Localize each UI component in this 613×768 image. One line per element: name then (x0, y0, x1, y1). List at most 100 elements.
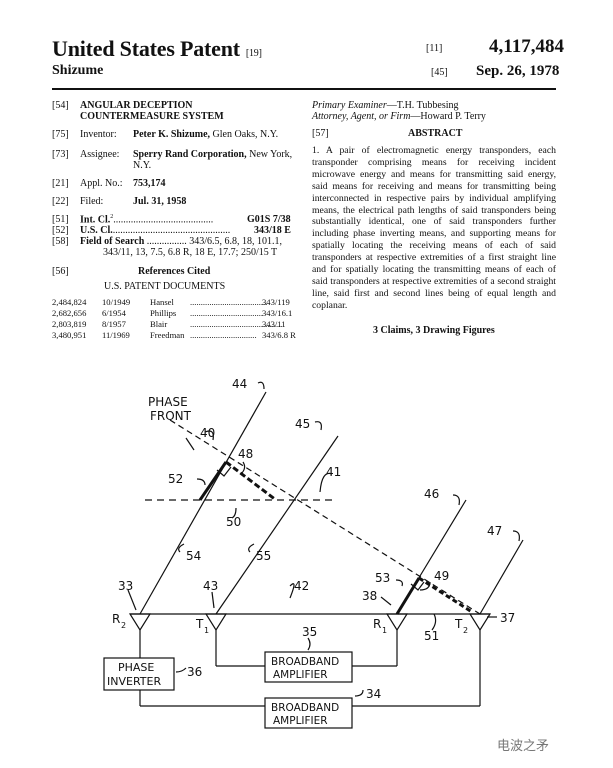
header-rule (52, 88, 556, 90)
patent-number: 4,117,484 (489, 36, 564, 57)
field-of-search-row: Field of Search ................ 343/6.5… (80, 236, 283, 247)
int-cl-value: G01S 7/38 (247, 214, 291, 225)
ref-50: 50 (226, 515, 241, 529)
amplifier-35-label-2: AMPLIFIER (273, 669, 328, 681)
reference-date: 8/1957 (102, 319, 126, 329)
reference-no: 2,484,824 (52, 297, 87, 307)
attorney: Attorney, Agent, or Firm—Howard P. Terry (312, 111, 486, 122)
abstract-code: [57] (312, 128, 329, 139)
reference-dots: ............................... (190, 330, 257, 340)
reference-cls: 343/11 (262, 319, 286, 329)
reference-no: 2,803,819 (52, 319, 87, 329)
ref-54: 54 (186, 549, 201, 563)
field-code: [21] (52, 178, 69, 189)
appl-value: 753,174 (133, 178, 166, 189)
reference-date: 10/1949 (102, 297, 131, 307)
ref-48: 48 (238, 447, 253, 461)
reference-dots: .................................... (190, 297, 268, 307)
ref-35: 35 (302, 625, 317, 639)
ref-34: 34 (366, 687, 381, 701)
patent-number-code: [11] (426, 43, 443, 54)
reference-name: Blair (150, 319, 168, 329)
abstract-heading: ABSTRACT (408, 128, 463, 139)
field-code: [56] (52, 266, 69, 277)
inverter-label-2: INVERTER (107, 675, 161, 688)
reference-cls: 343/6.8 R (262, 330, 296, 340)
ref-51: 51 (424, 629, 439, 643)
amplifier-35-label: BROADBAND (271, 656, 339, 668)
reference-no: 2,682,656 (52, 308, 87, 318)
inverter-label: PHASE (118, 661, 154, 674)
ray-47 (479, 539, 524, 615)
patent-title: United States Patent[19] (52, 36, 262, 61)
ref-55: 55 (256, 549, 271, 563)
reference-dots: ........................................… (190, 319, 283, 329)
reference-name: Phillips (150, 308, 177, 318)
int-cl-row: Int. Cl.2...............................… (80, 214, 214, 226)
claims-line: 3 Claims, 3 Drawing Figures (373, 325, 495, 336)
ray-45 (215, 435, 339, 615)
phase-front-label: PHASE (148, 395, 188, 409)
field-code: [58] (52, 236, 69, 247)
ref-36: 36 (187, 665, 202, 679)
field-code: [73] (52, 149, 69, 160)
reference-date: 11/1969 (102, 330, 130, 340)
label-t2-sub: 2 (463, 626, 468, 635)
us-cl-row: U.S. Cl.................................… (80, 225, 231, 236)
date-code: [45] (431, 67, 448, 78)
ref-47: 47 (487, 524, 502, 538)
label-t1: T (195, 617, 204, 631)
phase-front-label-2: FRONT (150, 409, 192, 423)
label-r2: R (112, 612, 120, 626)
reference-cls: 343/119 (262, 297, 290, 307)
ref-44: 44 (232, 377, 247, 391)
references-heading: References Cited (138, 266, 211, 277)
primary-examiner: Primary Examiner—T.H. Tubbesing (312, 100, 459, 111)
phase-front-line (169, 419, 481, 615)
us-cl-value: 343/18 E (254, 225, 291, 236)
assignee-value: Sperry Rand Corporation, New York, (133, 149, 293, 160)
field-code: [54] (52, 100, 69, 111)
filed-label: Filed: (80, 196, 104, 207)
label-r1: R (373, 617, 381, 631)
ref-43: 43 (203, 579, 218, 593)
ref-49: 49 (434, 569, 449, 583)
reference-no: 3,480,951 (52, 330, 87, 340)
watermark: 电波之矛 (497, 739, 550, 754)
inventor-surname: Shizume (52, 63, 104, 78)
patent-date: Sep. 26, 1978 (476, 63, 560, 79)
ref-42: 42 (294, 579, 309, 593)
invention-title-line2: COUNTERMEASURE SYSTEM (80, 111, 224, 122)
ref-40: 40 (200, 426, 215, 440)
label-r1-sub: 1 (382, 626, 387, 635)
invention-title: ANGULAR DECEPTION (80, 100, 193, 111)
us-patent-docs-heading: U.S. PATENT DOCUMENTS (104, 281, 226, 292)
field-code: [22] (52, 196, 69, 207)
appl-label: Appl. No.: (80, 178, 123, 189)
field-code: [75] (52, 129, 69, 140)
ref-33: 33 (118, 579, 133, 593)
inventor-label: Inventor: (80, 129, 117, 140)
ref-41: 41 (326, 465, 341, 479)
amplifier-34-label: BROADBAND (271, 702, 339, 714)
abstract-text: 1. A pair of electromagnetic energy tran… (312, 145, 556, 311)
ref-38: 38 (362, 589, 377, 603)
reference-cls: 343/16.1 (262, 308, 293, 318)
ref-46: 46 (424, 487, 439, 501)
label-t1-sub: 1 (204, 626, 209, 635)
field-of-search-line2: 343/11, 13, 7.5, 6.8 R, 18 E, 17.7; 250/… (103, 247, 278, 258)
ref-53: 53 (375, 571, 390, 585)
inventor-value: Peter K. Shizume, Glen Oaks, N.Y. (133, 129, 279, 140)
reference-name: Freedman (150, 330, 185, 340)
label-r2-sub: 2 (121, 621, 126, 630)
ref-45: 45 (295, 417, 310, 431)
label-t2: T (454, 617, 463, 631)
assignee-value-line2: N.Y. (133, 160, 152, 171)
filed-value: Jul. 31, 1958 (133, 196, 187, 207)
field-code: [52] (52, 225, 69, 236)
assignee-label: Assignee: (80, 149, 120, 160)
reference-dots: .................................. (190, 308, 264, 318)
reference-date: 6/1954 (102, 308, 126, 318)
ray-44 (139, 391, 267, 615)
